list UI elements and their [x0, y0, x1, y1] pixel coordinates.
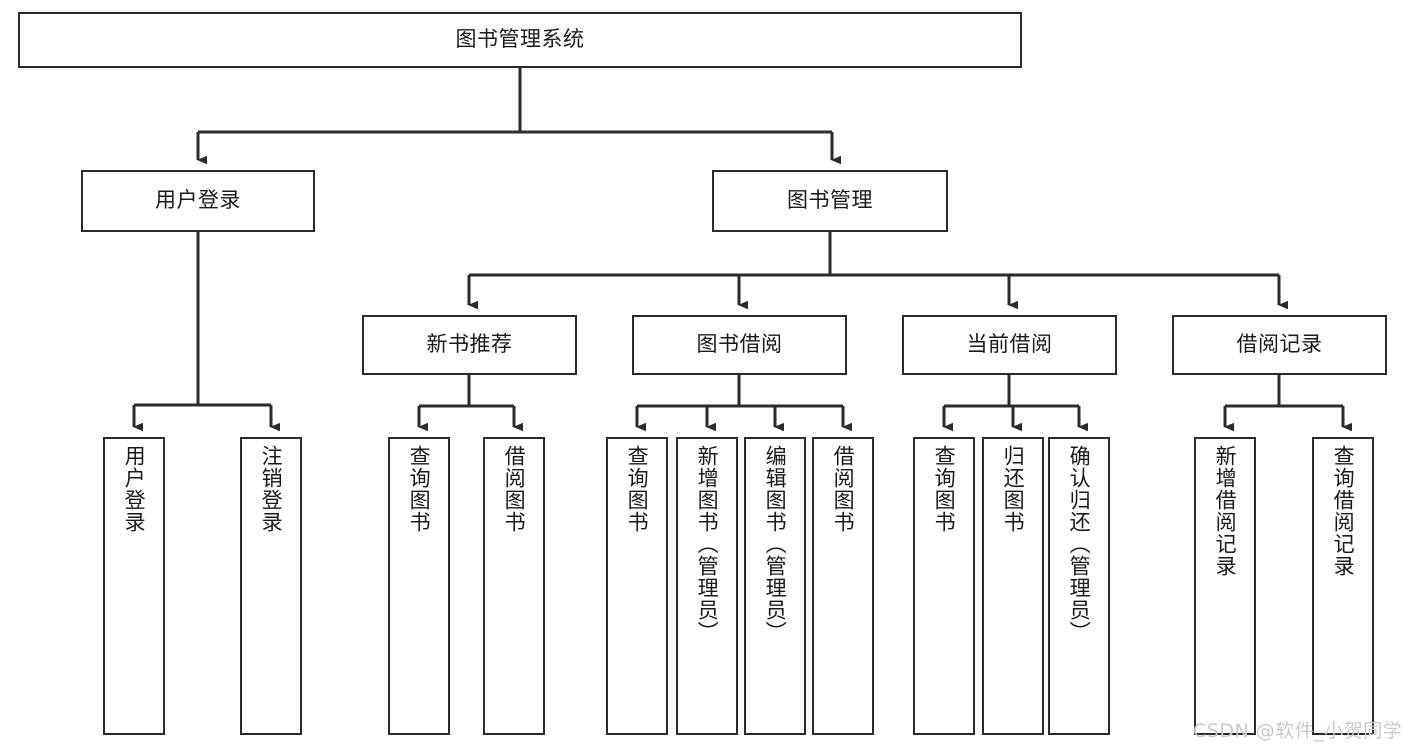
node-label: 编辑图书（管理员）	[763, 445, 788, 643]
node-label: 图书管理	[787, 188, 873, 213]
node-label: 借阅图书	[831, 445, 856, 533]
leaf-query-book-borrow[interactable]: 查询图书	[606, 437, 668, 735]
connector-bookmgmt-to-level3	[467, 232, 1288, 310]
node-label: 借阅图书	[502, 445, 527, 533]
leaf-confirm-return-admin[interactable]: 确认归还（管理员）	[1048, 437, 1110, 735]
node-current-borrow[interactable]: 当前借阅	[902, 315, 1117, 375]
leaf-edit-book-admin[interactable]: 编辑图书（管理员）	[744, 437, 806, 735]
node-label: 查询图书	[625, 445, 650, 533]
node-label: 查询图书	[407, 445, 432, 533]
node-label: 用户登录	[155, 188, 241, 213]
leaf-borrow-book[interactable]: 借阅图书	[812, 437, 874, 735]
node-book-management[interactable]: 图书管理	[712, 170, 948, 232]
node-label: 当前借阅	[966, 332, 1053, 357]
node-label: 注销登录	[259, 445, 284, 533]
leaf-add-borrow-record[interactable]: 新增借阅记录	[1194, 437, 1256, 735]
node-label: 查询图书	[932, 445, 957, 533]
connector-current-to-leaves	[942, 375, 1088, 432]
leaf-borrow-book-newbook[interactable]: 借阅图书	[483, 437, 545, 735]
node-label: 确认归还（管理员）	[1067, 445, 1092, 643]
connector-borrow-to-leaves	[635, 375, 852, 432]
node-borrow-records[interactable]: 借阅记录	[1172, 315, 1387, 375]
node-root-book-management-system[interactable]: 图书管理系统	[18, 12, 1022, 68]
node-label: 查询借阅记录	[1331, 445, 1356, 577]
node-label: 图书借阅	[696, 332, 783, 357]
node-label: 新增借阅记录	[1213, 445, 1238, 577]
node-user-login[interactable]: 用户登录	[81, 170, 315, 232]
node-label: 新增图书（管理员）	[695, 445, 720, 643]
connector-records-to-leaves	[1223, 375, 1352, 432]
leaf-query-book-current[interactable]: 查询图书	[913, 437, 975, 735]
leaf-query-borrow-record[interactable]: 查询借阅记录	[1312, 437, 1374, 735]
leaf-add-book-admin[interactable]: 新增图书（管理员）	[676, 437, 738, 735]
node-book-borrow[interactable]: 图书借阅	[632, 315, 847, 375]
node-label: 借阅记录	[1236, 332, 1323, 357]
node-label: 归还图书	[1001, 445, 1026, 533]
csdn-watermark: CSDN @软件_小贺同学	[1193, 720, 1403, 742]
node-new-book-recommend[interactable]: 新书推荐	[362, 315, 577, 375]
leaf-return-book[interactable]: 归还图书	[982, 437, 1044, 735]
leaf-logout[interactable]: 注销登录	[240, 437, 302, 735]
connector-newbook-to-leaves	[417, 375, 523, 432]
leaf-user-login[interactable]: 用户登录	[103, 437, 165, 735]
connector-root-to-level2	[196, 68, 841, 165]
node-label: 图书管理系统	[455, 27, 585, 52]
connector-userlogin-to-leaves	[132, 232, 280, 432]
node-label: 用户登录	[122, 445, 147, 533]
node-label: 新书推荐	[426, 332, 513, 357]
leaf-query-book-newbook[interactable]: 查询图书	[388, 437, 450, 735]
